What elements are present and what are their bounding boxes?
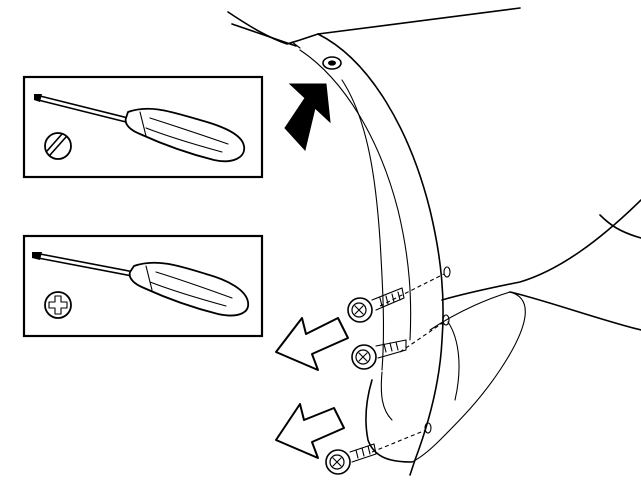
flat-screwdriver-icon — [34, 94, 245, 163]
bumper-body — [227, 7, 641, 476]
slot-tip-symbol — [44, 132, 72, 160]
screw-middle — [351, 321, 445, 370]
mounting-hole — [424, 422, 432, 434]
arrow-out-upper — [275, 317, 349, 371]
screw-lower — [325, 429, 427, 475]
mounting-hole — [443, 266, 451, 278]
screw-upper — [347, 273, 445, 323]
phillips-screwdriver-panel — [22, 234, 264, 338]
flat-screwdriver-panel — [22, 75, 264, 179]
arrow-up-solid — [284, 83, 331, 152]
upper-clip — [322, 56, 342, 70]
phillips-screwdriver-icon — [32, 252, 249, 317]
arrow-out-lower — [275, 403, 345, 459]
cross-tip-symbol — [44, 291, 72, 319]
mounting-hole — [442, 314, 450, 326]
